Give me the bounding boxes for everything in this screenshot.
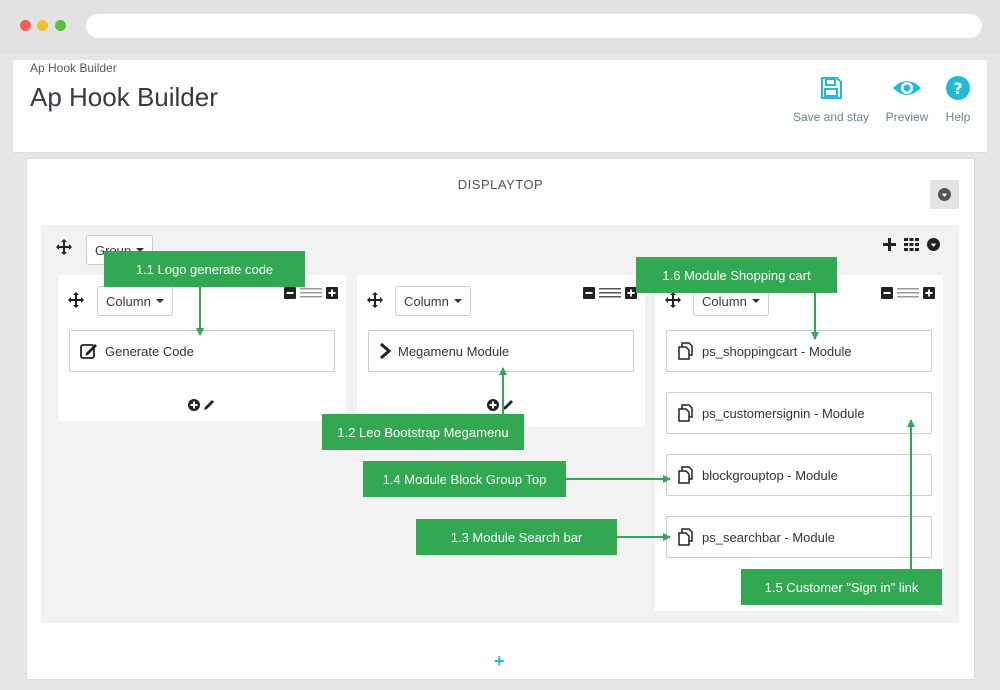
edit-icon	[80, 343, 98, 359]
callout-1-5: 1.5 Customer "Sign in" link	[741, 569, 942, 605]
close-window-dot[interactable]	[20, 20, 31, 31]
preview-button[interactable]: Preview	[881, 76, 933, 124]
callout-1-4: 1.4 Module Block Group Top	[363, 461, 566, 497]
column-2: Column Megamenu Module	[357, 275, 645, 427]
plus-circle-icon[interactable]	[188, 399, 200, 411]
maximize-window-dot[interactable]	[55, 20, 66, 31]
browser-chrome	[0, 0, 1000, 54]
caret-down-icon	[453, 299, 462, 303]
module-ps-searchbar[interactable]: ps_searchbar - Module	[666, 516, 932, 558]
plus-square-icon[interactable]	[625, 287, 637, 299]
callout-1-2: 1.2 Leo Bootstrap Megamenu	[322, 414, 524, 450]
module-ps-shoppingcart[interactable]: ps_shoppingcart - Module	[666, 330, 932, 372]
module-label: ps_customersignin - Module	[702, 405, 865, 421]
help-label: Help	[945, 110, 971, 124]
arrow-circle-down-icon[interactable]	[927, 238, 940, 251]
column-dropdown[interactable]: Column	[395, 286, 471, 316]
move-icon[interactable]	[68, 292, 84, 308]
callout-1-1: 1.1 Logo generate code	[104, 251, 305, 287]
question-circle-icon: ?	[946, 76, 970, 100]
column-dropdown[interactable]: Column	[97, 286, 173, 316]
pencil-icon[interactable]	[203, 399, 215, 411]
width-bars-icon	[599, 288, 621, 298]
module-ps-customersignin[interactable]: ps_customersignin - Module	[666, 392, 932, 434]
caret-down-icon	[751, 299, 760, 303]
move-icon[interactable]	[665, 292, 681, 308]
group-toolbar	[883, 238, 940, 251]
module-label: ps_shoppingcart - Module	[702, 343, 852, 359]
copy-icon	[677, 342, 695, 360]
plus-square-icon[interactable]	[326, 287, 338, 299]
module-label: ps_searchbar - Module	[702, 529, 835, 545]
module-label: blockgrouptop - Module	[702, 467, 838, 483]
save-and-stay-button[interactable]: Save and stay	[789, 76, 873, 124]
caret-down-icon	[155, 299, 164, 303]
copy-icon	[677, 528, 695, 546]
eye-icon	[893, 81, 921, 95]
grid-icon[interactable]	[904, 238, 919, 251]
page-header: Ap Hook Builder Ap Hook Builder Save and…	[13, 60, 987, 153]
minus-square-icon[interactable]	[284, 287, 296, 299]
preview-label: Preview	[885, 110, 929, 124]
column-3: Column ps_shoppingcart - Module ps_custo…	[655, 275, 943, 611]
add-group-button[interactable]: +	[494, 651, 505, 671]
column-footer-tools	[487, 399, 514, 411]
column-dropdown-label: Column	[106, 293, 151, 309]
callout-1-6: 1.6 Module Shopping cart	[636, 257, 837, 293]
width-bars-icon	[300, 288, 322, 298]
caret-down-icon	[136, 248, 145, 252]
arrow-circle-down-icon	[938, 188, 951, 201]
column-width-tools	[881, 287, 935, 299]
save-and-stay-label: Save and stay	[792, 110, 870, 124]
module-label: Megamenu Module	[398, 343, 510, 359]
minus-square-icon[interactable]	[583, 287, 595, 299]
plus-square-icon[interactable]	[923, 287, 935, 299]
hook-collapse-button[interactable]	[930, 180, 959, 209]
copy-icon	[677, 404, 695, 422]
breadcrumb[interactable]: Ap Hook Builder	[30, 61, 117, 75]
page-title: Ap Hook Builder	[30, 82, 218, 112]
move-icon[interactable]	[367, 292, 383, 308]
pencil-icon[interactable]	[502, 399, 514, 411]
module-megamenu[interactable]: Megamenu Module	[368, 330, 634, 372]
column-width-tools	[583, 287, 637, 299]
module-generate-code[interactable]: Generate Code	[69, 330, 335, 372]
minus-square-icon[interactable]	[881, 287, 893, 299]
svg-text:?: ?	[953, 79, 962, 98]
module-label: Generate Code	[105, 343, 194, 359]
column-dropdown-label: Column	[702, 293, 747, 309]
copy-icon	[677, 466, 695, 484]
chevron-right-icon	[379, 343, 391, 359]
help-button[interactable]: ? Help	[938, 76, 978, 124]
address-bar[interactable]	[86, 14, 982, 38]
column-footer-tools	[188, 399, 215, 411]
column-1: Column Generate Code	[58, 275, 346, 421]
column-width-tools	[284, 287, 338, 299]
plus-icon[interactable]	[883, 238, 896, 251]
module-blockgrouptop[interactable]: blockgrouptop - Module	[666, 454, 932, 496]
callout-1-3: 1.3 Module Search bar	[416, 519, 617, 555]
minimize-window-dot[interactable]	[37, 20, 48, 31]
width-bars-icon	[897, 288, 919, 298]
plus-circle-icon[interactable]	[487, 399, 499, 411]
column-dropdown-label: Column	[404, 293, 449, 309]
move-icon[interactable]	[56, 239, 72, 255]
hook-name: DISPLAYTOP	[457, 177, 544, 192]
save-icon	[821, 77, 842, 99]
